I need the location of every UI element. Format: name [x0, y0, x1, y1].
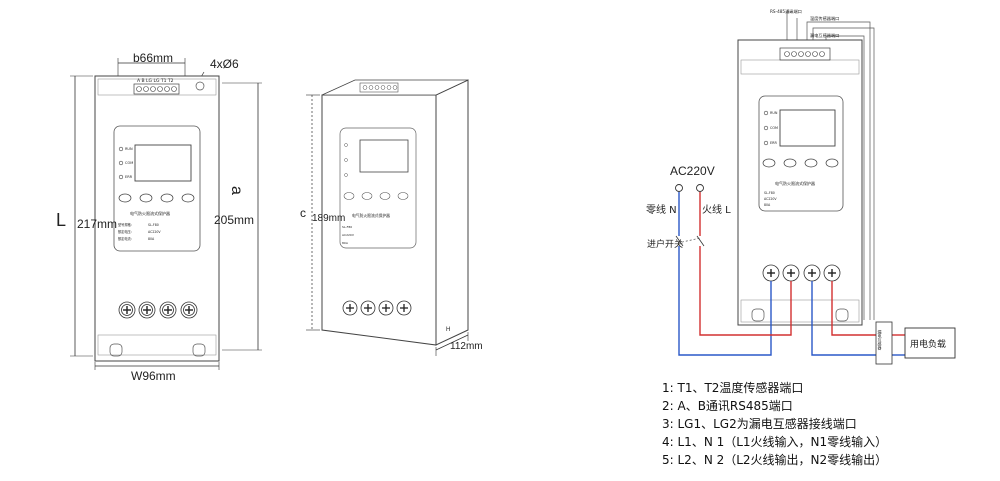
dim-hole: 4xØ6 — [210, 57, 239, 71]
wiring-device-voltage: AC220V — [764, 197, 777, 201]
dim-c-letter: c — [300, 206, 306, 220]
legend: 1: T1、T2温度传感器端口 2: A、B通讯RS485端口 3: LG1、L… — [662, 380, 887, 467]
legend-item-2: 2: A、B通讯RS485端口 — [662, 399, 793, 413]
panel-button-down[interactable] — [160, 193, 174, 203]
device-current-label: 额定电流: — [118, 236, 132, 241]
dim-a-letter: a — [228, 186, 245, 195]
neutral-label: 零线 N — [646, 203, 677, 216]
side-device-title: 电气防火限流式保护器 — [352, 213, 390, 218]
front-view: b66mm 4xØ6 A B LG LG T1 T2 RUN COM ERR — [56, 51, 262, 383]
wiring-device-current: 80A — [764, 203, 771, 207]
legend-item-5: 5: L2、N 2（L2火线输出，N2零线输出） — [662, 452, 887, 467]
indicator-run: RUN — [125, 147, 133, 151]
device-model: SL-F80 — [148, 223, 159, 227]
terminal-labels: A B LG LG T1 T2 — [137, 78, 174, 84]
device-voltage-label: 额定电压: — [118, 229, 132, 234]
dim-H-value: 112mm — [450, 341, 483, 352]
indicator-err: ERR — [125, 175, 133, 179]
panel-button-back[interactable] — [181, 193, 195, 203]
wiring-indicator-err: ERR — [770, 141, 777, 145]
live-label: 火线 L — [702, 203, 731, 216]
current-transformer — [875, 321, 893, 365]
indicator-com: COM — [125, 161, 133, 165]
lg-port-label: 漏电互感器端口 — [810, 32, 839, 39]
legend-item-1: 1: T1、T2温度传感器端口 — [662, 380, 803, 395]
wiring-device-model: SL-F80 — [764, 191, 775, 195]
load-label: 用电负载 — [910, 338, 946, 350]
dim-c-value: 189mm — [312, 213, 345, 224]
load-box — [904, 327, 956, 359]
side-view: 电气防火限流式保护器 SL-F80 AC220V 80A c 189mm H 1… — [300, 79, 483, 356]
main-switch-label: 进户开关 — [647, 238, 683, 250]
side-device-voltage: AC220V — [342, 233, 355, 237]
dim-a-value: 205mm — [214, 213, 254, 227]
supply-label: AC220V — [670, 164, 715, 178]
side-device-model: SL-F80 — [342, 225, 352, 229]
front-power-terminals — [118, 301, 198, 319]
device-voltage: AC220V — [148, 230, 161, 234]
lcd-screen — [134, 144, 192, 182]
dim-W: W96mm — [131, 369, 176, 383]
wiring-diagram: RS-485通讯端口 温度传感器端口 漏电互感器端口 RUN COM ERR 电… — [646, 8, 956, 365]
wiring-device-title: 电气防火限流式保护器 — [775, 180, 815, 186]
temp-port-label: 温度传感器端口 — [810, 15, 839, 22]
side-device-current: 80A — [342, 241, 349, 245]
dim-H-letter: H — [446, 327, 450, 333]
rs485-port-label: RS-485通讯端口 — [770, 8, 802, 15]
legend-item-3: 3: LG1、LG2为漏电互感器接线端口 — [662, 416, 857, 431]
dim-b66: b66mm — [133, 51, 173, 65]
ct-label: 漏电互感器 — [878, 329, 883, 351]
front-panel — [113, 125, 201, 252]
device-current: 80A — [148, 237, 155, 241]
dim-L-letter: L — [56, 210, 66, 230]
panel-button-up[interactable] — [139, 193, 153, 203]
panel-button-set[interactable] — [118, 193, 132, 203]
dim-L-value: 217mm — [77, 217, 117, 231]
wiring-indicator-com: COM — [770, 126, 778, 130]
device-title: 电气防火限流式保护器 — [130, 210, 170, 216]
device-model-label: 型号规格: — [118, 222, 132, 227]
legend-item-4: 4: L1、N 1（L1火线输入，N1零线输入） — [662, 434, 887, 449]
wiring-indicator-run: RUN — [770, 111, 778, 115]
